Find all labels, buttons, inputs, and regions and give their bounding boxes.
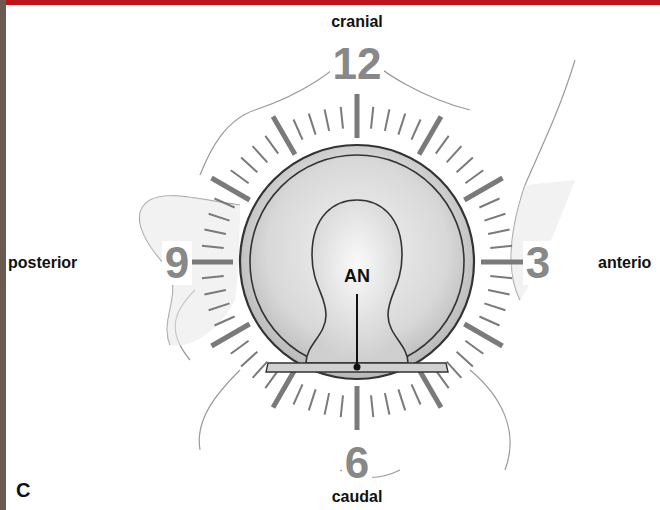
minute-tick [202, 276, 224, 278]
minute-tick [479, 199, 499, 208]
minute-tick [490, 246, 512, 248]
minute-tick [241, 158, 257, 173]
minute-tick [465, 341, 483, 354]
minute-tick [253, 146, 268, 162]
minute-tick [447, 362, 462, 378]
minute-tick [385, 109, 390, 130]
structure-label: AN [344, 267, 370, 285]
direction-label: anterio [598, 255, 651, 271]
minute-tick [371, 395, 373, 417]
hour-tick [464, 324, 502, 346]
direction-label: posterior [8, 255, 77, 271]
minute-tick [465, 170, 483, 183]
clock-ticks [189, 94, 525, 430]
hour-tick [464, 178, 502, 200]
minute-tick [479, 317, 499, 326]
minute-tick [398, 389, 405, 410]
minute-tick [341, 107, 343, 129]
minute-tick [488, 290, 510, 295]
hour-tick [355, 386, 360, 430]
clock-number: 12 [330, 42, 385, 86]
minute-tick [490, 276, 512, 278]
minute-tick [231, 341, 249, 354]
minute-tick [309, 114, 316, 135]
minute-tick [231, 170, 249, 183]
minute-tick [215, 317, 235, 326]
minute-tick [436, 370, 449, 388]
minute-tick [484, 303, 505, 310]
hour-tick [273, 369, 295, 407]
minute-tick [484, 214, 505, 221]
minute-tick [371, 107, 373, 129]
leader-dot [354, 364, 361, 371]
hour-tick [273, 117, 295, 155]
transverse-ligament [266, 363, 448, 372]
hour-tick [419, 117, 441, 155]
leader-line [356, 294, 358, 366]
panel-letter: C [16, 480, 30, 500]
minute-tick [209, 214, 230, 221]
acetabular-rim [240, 145, 474, 379]
minute-tick [204, 290, 226, 295]
pelvis-outline [140, 45, 575, 478]
minute-tick [294, 120, 303, 140]
minute-tick [341, 395, 343, 417]
direction-label: cranial [331, 14, 383, 30]
minute-tick [488, 230, 510, 235]
minute-tick [457, 158, 473, 173]
minute-tick [209, 303, 230, 310]
minute-tick [265, 136, 278, 154]
minute-tick [294, 384, 303, 404]
side-bar [0, 0, 6, 510]
minute-tick [204, 230, 226, 235]
minute-tick [457, 352, 473, 367]
minute-tick [325, 393, 330, 415]
clock-number: 6 [342, 441, 372, 485]
minute-tick [309, 389, 316, 410]
hour-tick [212, 324, 250, 346]
minute-tick [253, 362, 268, 378]
hour-tick [355, 94, 360, 138]
clock-number: 9 [162, 241, 192, 285]
hour-tick [419, 369, 441, 407]
hour-tick [189, 260, 233, 265]
minute-tick [202, 246, 224, 248]
minute-tick [385, 393, 390, 415]
minute-tick [241, 352, 257, 367]
clock-number: 3 [523, 241, 553, 285]
minute-tick [265, 370, 278, 388]
direction-label: caudal [332, 489, 383, 505]
minute-tick [215, 199, 235, 208]
minute-tick [398, 114, 405, 135]
minute-tick [412, 384, 421, 404]
hour-tick [481, 260, 525, 265]
hour-tick [212, 178, 250, 200]
minute-tick [412, 120, 421, 140]
top-bar [0, 0, 660, 5]
articular-rim [250, 155, 464, 369]
minute-tick [436, 136, 449, 154]
minute-tick [447, 146, 462, 162]
minute-tick [325, 109, 330, 130]
